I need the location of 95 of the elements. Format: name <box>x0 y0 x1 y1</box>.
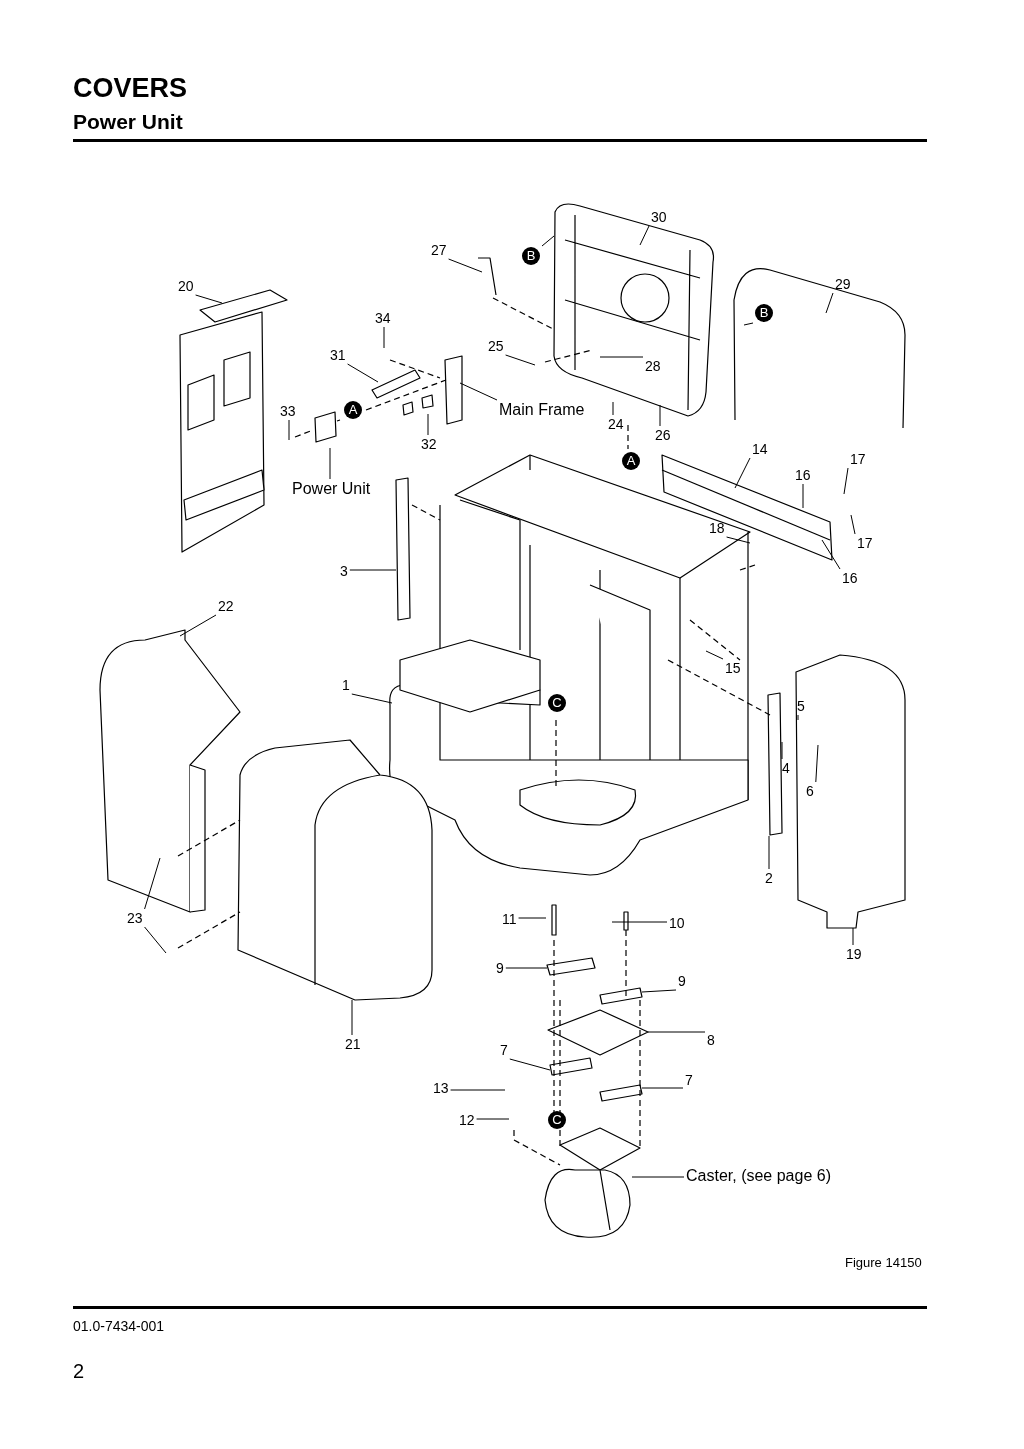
leader-line <box>505 967 548 969</box>
part-label: Main Frame <box>499 401 585 419</box>
leader-line <box>647 1031 706 1033</box>
leader-line <box>825 292 834 314</box>
page-subtitle: Power Unit <box>73 110 183 134</box>
callout-number: 8 <box>707 1032 715 1048</box>
leader-line <box>347 363 379 383</box>
leader-line <box>383 326 385 349</box>
reference-marker: A <box>344 401 362 419</box>
leader-line <box>705 650 724 660</box>
leader-line <box>852 927 854 946</box>
part-label: Power Unit <box>292 480 371 498</box>
reference-marker: B <box>522 247 540 265</box>
callout-number: 22 <box>218 598 234 614</box>
leader-line <box>450 1089 506 1091</box>
callout-number: 18 <box>709 520 725 536</box>
page-number: 2 <box>73 1360 85 1382</box>
leader-line <box>821 539 841 570</box>
callout-number: 21 <box>345 1036 361 1052</box>
figure-number: Figure 14150 <box>845 1255 922 1271</box>
leader-line <box>351 999 353 1036</box>
callout-number: 32 <box>421 436 437 452</box>
leader-line <box>541 235 555 247</box>
reference-marker: C <box>548 1111 566 1129</box>
leader-line <box>641 989 677 993</box>
leader-line <box>599 356 644 358</box>
leader-line <box>612 401 614 416</box>
leader-line <box>797 714 799 721</box>
callout-number: 26 <box>655 427 671 443</box>
leader-line <box>639 225 650 246</box>
callout-number: 13 <box>433 1080 449 1096</box>
leader-line <box>179 614 217 637</box>
callout-number: 16 <box>842 570 858 586</box>
callout-number: 5 <box>797 698 805 714</box>
leader-line <box>734 457 751 489</box>
page-title: COVERS <box>73 72 188 104</box>
callout-number: 14 <box>752 441 768 457</box>
callout-number: 20 <box>178 278 194 294</box>
callout-number: 17 <box>850 451 866 467</box>
leader-line <box>726 536 751 544</box>
leader-line <box>144 926 167 954</box>
callout-number: 1 <box>342 677 350 693</box>
callout-number: 4 <box>782 760 790 776</box>
part-label: Caster, (see page 6) <box>686 1167 831 1185</box>
leader-line <box>509 1058 551 1071</box>
leader-line <box>427 413 429 436</box>
leader-line <box>641 1087 684 1089</box>
callout-number: 24 <box>608 416 624 432</box>
callout-number: 31 <box>330 347 346 363</box>
callout-number: 9 <box>678 973 686 989</box>
leader-line <box>850 514 856 535</box>
leader-line <box>195 294 223 304</box>
leader-line <box>815 744 819 783</box>
leader-line <box>288 419 290 441</box>
callout-number: 15 <box>725 660 741 676</box>
callout-number: 17 <box>857 535 873 551</box>
callout-number: 27 <box>431 242 447 258</box>
leader-line <box>459 382 498 401</box>
callout-number: 9 <box>496 960 504 976</box>
document-number: 01.0-7434-001 <box>73 1318 165 1334</box>
reference-marker: A <box>622 452 640 470</box>
callout-number: 7 <box>685 1072 693 1088</box>
leader-line <box>505 354 536 366</box>
callout-number: 7 <box>500 1042 508 1058</box>
callout-number: 33 <box>280 403 296 419</box>
callout-number: 28 <box>645 358 661 374</box>
leader-line <box>518 917 547 919</box>
leader-line <box>611 921 668 923</box>
leader-line <box>448 258 483 273</box>
callout-number: 25 <box>488 338 504 354</box>
callout-number: 30 <box>651 209 667 225</box>
callout-number: 19 <box>846 946 862 962</box>
leader-line <box>631 1176 685 1178</box>
callout-number: 10 <box>669 915 685 931</box>
leader-line <box>476 1118 510 1120</box>
leader-line <box>802 483 804 509</box>
leader-line <box>144 857 161 910</box>
leader-line <box>329 447 331 480</box>
callout-number: 6 <box>806 783 814 799</box>
callout-number: 2 <box>765 870 773 886</box>
leader-line <box>349 569 397 571</box>
leader-line <box>351 693 393 704</box>
callout-number: 34 <box>375 310 391 326</box>
callout-number: 3 <box>340 563 348 579</box>
callout-number: 12 <box>459 1112 475 1128</box>
callout-number: 11 <box>502 911 517 927</box>
callout-number: 16 <box>795 467 811 483</box>
callout-number: 23 <box>127 910 143 926</box>
leader-line <box>781 741 783 760</box>
leader-line <box>659 404 661 427</box>
leader-line <box>768 835 770 870</box>
callout-number: 29 <box>835 276 851 292</box>
leader-line <box>843 467 849 495</box>
reference-marker: C <box>548 694 566 712</box>
leader-line <box>743 322 754 326</box>
